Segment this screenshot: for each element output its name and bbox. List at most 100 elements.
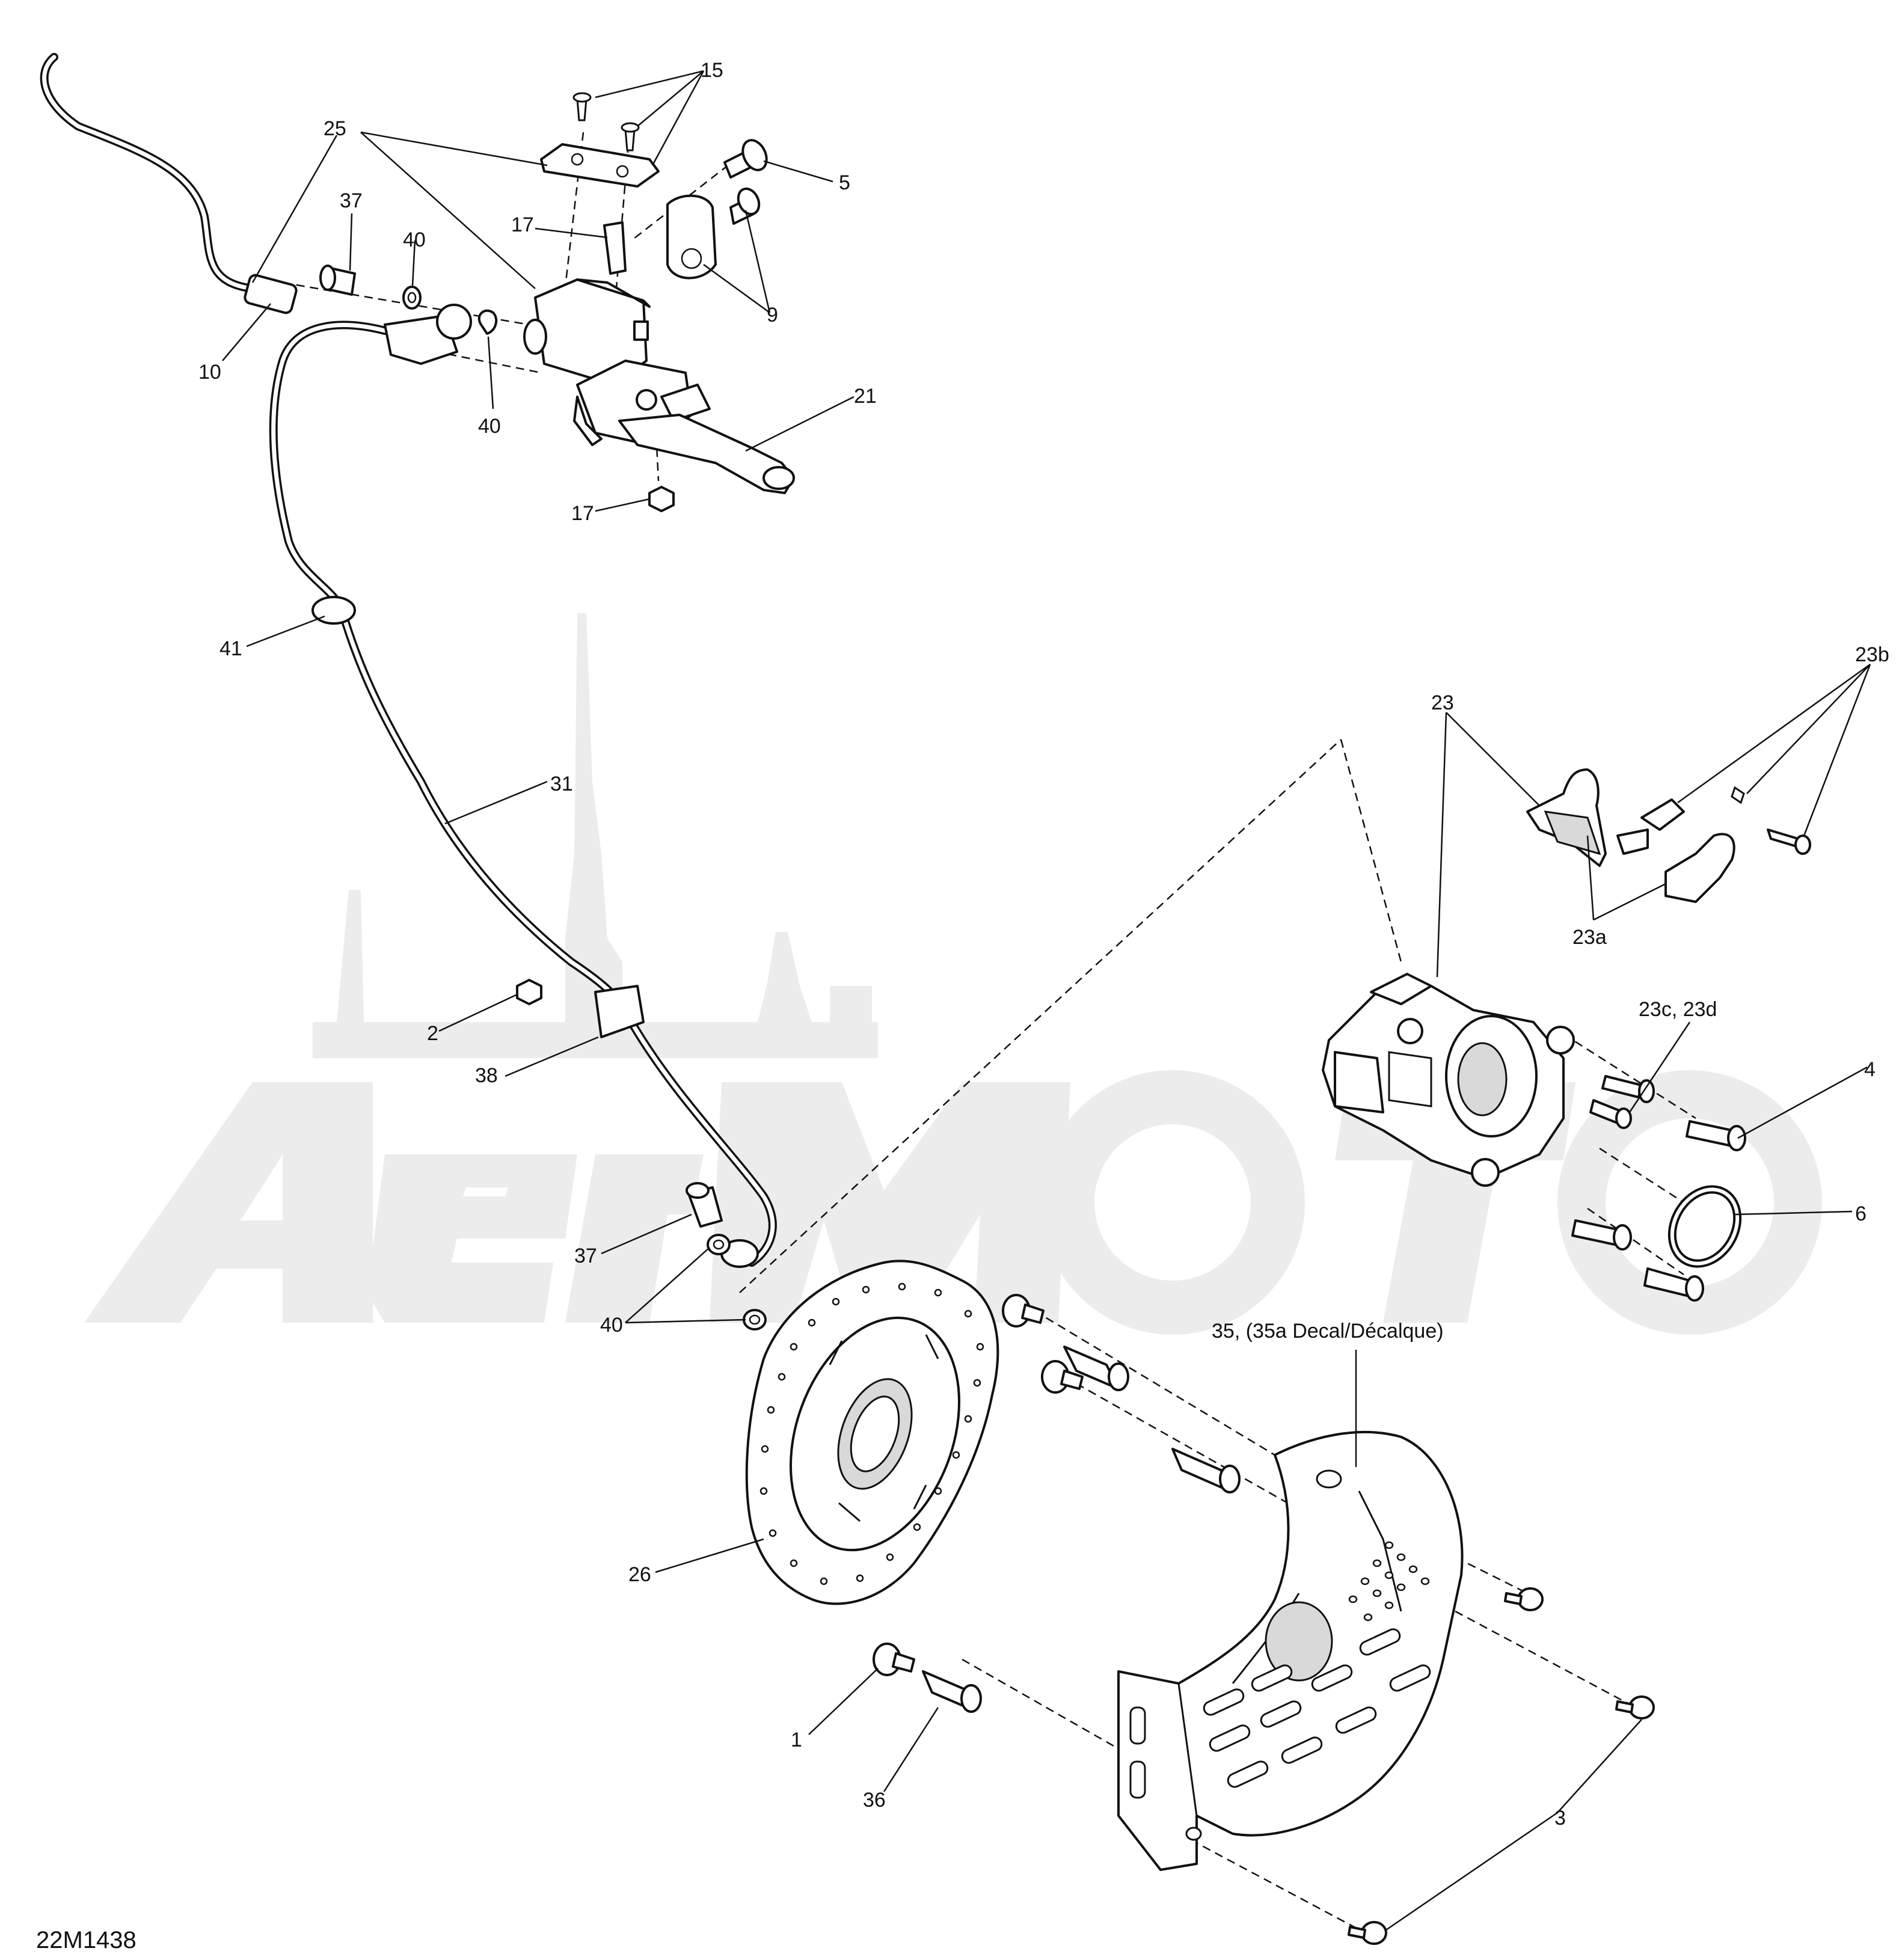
o-ring-inner [1674, 1191, 1736, 1262]
callout-41: 41 [219, 637, 242, 660]
guard-hub-recess [1265, 1601, 1333, 1682]
hose-fitting-10[interactable] [244, 274, 298, 314]
guard-slots [1129, 1628, 1431, 1799]
disc-drill-holes [759, 1282, 984, 1585]
pad-shim [1616, 828, 1649, 855]
cover-screw-head[interactable] [572, 92, 592, 103]
spacer-end [1219, 1465, 1241, 1493]
watermark-letter-a [84, 1082, 373, 1323]
bolt-head [1727, 1125, 1746, 1151]
pad-pin-head [1794, 835, 1811, 855]
clamp-hole [681, 248, 702, 269]
washer-hole [407, 292, 417, 304]
callout-40-bottom: 40 [600, 1314, 623, 1337]
master-cylinder-assembly[interactable] [319, 92, 795, 512]
callout-4: 4 [1864, 1058, 1876, 1081]
hose-bracket-38[interactable] [594, 985, 645, 1038]
handlebar-clamp[interactable] [666, 194, 717, 280]
brake-caliper[interactable] [1322, 768, 1811, 1302]
callout-3: 3 [1554, 1807, 1566, 1830]
brake-pad-23a-right[interactable] [1664, 833, 1735, 903]
guard-screw-shank [1615, 1700, 1634, 1713]
assembly-line [1563, 1033, 1696, 1119]
pivot-pin-17[interactable] [603, 221, 627, 275]
guard-vent-holes [1348, 1541, 1430, 1622]
disc-guard[interactable] [1117, 1430, 1655, 1945]
brake-disc[interactable] [745, 1260, 999, 1605]
bolt-shank-1c[interactable] [892, 1652, 915, 1673]
sealing-washer-40-b[interactable] [477, 309, 498, 335]
callout-9: 9 [767, 304, 778, 326]
assembly-line [1455, 1610, 1636, 1709]
spacer-end [960, 1684, 982, 1713]
pad-clip-23b[interactable] [1731, 786, 1745, 804]
caliper-bolt-23c[interactable] [1601, 1075, 1643, 1098]
bolt-head[interactable] [734, 185, 763, 217]
callout-25: 25 [324, 117, 346, 140]
washer-hole [749, 1314, 761, 1325]
banjo-eye-upper[interactable] [436, 304, 472, 340]
brake-hose[interactable] [40, 53, 777, 1268]
pad-friction-left [1544, 810, 1601, 856]
caliper-side [1334, 1051, 1384, 1113]
callout-21: 21 [854, 385, 877, 408]
callout-10: 10 [198, 361, 221, 384]
callout-23b: 23b [1855, 643, 1889, 666]
bolt-shank-1[interactable] [1021, 1303, 1045, 1324]
callout-23cd: 23c, 23d [1639, 998, 1717, 1021]
watermark-letter-m [710, 1082, 1070, 1323]
cover-screw-head[interactable] [621, 122, 640, 133]
assembly-line [1340, 739, 1402, 963]
guard-screw-shank [1504, 1592, 1523, 1605]
watermark-wheel-left-hub [1094, 1124, 1251, 1281]
callout-5: 5 [839, 171, 850, 194]
assembly-line [615, 144, 630, 289]
callout-1: 1 [791, 1729, 802, 1751]
bolt-head[interactable] [738, 136, 772, 174]
callout-38: 38 [475, 1064, 498, 1087]
callout-17-top: 17 [511, 213, 534, 236]
callout-15: 15 [701, 59, 723, 82]
sight-glass [633, 320, 649, 341]
guard-bracket-edge [1177, 1683, 1198, 1816]
guard-mount-hardware[interactable] [873, 1294, 1241, 1713]
callout-36: 36 [863, 1789, 886, 1811]
assembly-line [1190, 1839, 1372, 1937]
callout-2: 2 [427, 1022, 438, 1045]
callout-17-bottom: 17 [571, 502, 594, 525]
pivot-nut-17[interactable] [648, 486, 675, 512]
guard-ridge [1358, 1490, 1402, 1612]
hose-nut-2[interactable] [516, 979, 542, 1005]
caliper-mount-ear [1546, 1026, 1575, 1055]
assembly-line [1034, 1309, 1305, 1474]
caliper-bleeder-port [1397, 1018, 1423, 1044]
assembly-line [631, 156, 740, 241]
callout-23: 23 [1431, 691, 1454, 714]
outlet-port [523, 319, 547, 355]
caliper-window [1388, 1051, 1432, 1107]
hose-clamp-41[interactable] [311, 596, 356, 625]
callout-40-top: 40 [403, 228, 426, 251]
callout-6: 6 [1855, 1202, 1867, 1225]
washer-hole [713, 1239, 725, 1250]
callout-31: 31 [550, 773, 573, 795]
bleeder-head [1615, 1107, 1632, 1129]
reservoir-top [576, 278, 651, 308]
assembly-line [654, 420, 660, 482]
disc-slot [829, 1340, 843, 1365]
pad-spring-23b[interactable] [1640, 798, 1685, 831]
bleeder-hex-lower [686, 1182, 710, 1199]
assembly-line [1587, 1207, 1684, 1276]
reservoir-cover[interactable] [540, 143, 660, 188]
disc-slot [925, 1334, 939, 1359]
assembly-line [1599, 1147, 1684, 1204]
bolt-shank-1b[interactable] [1060, 1370, 1084, 1390]
disc-hub-bore [850, 1395, 900, 1472]
callout-40-mid: 40 [478, 415, 501, 438]
bleeder-hex [319, 265, 336, 291]
assembly-line [739, 739, 1342, 1293]
caliper-mount-ear [1471, 1158, 1500, 1187]
watermark-skyline [313, 613, 878, 1058]
adjuster [660, 384, 711, 422]
